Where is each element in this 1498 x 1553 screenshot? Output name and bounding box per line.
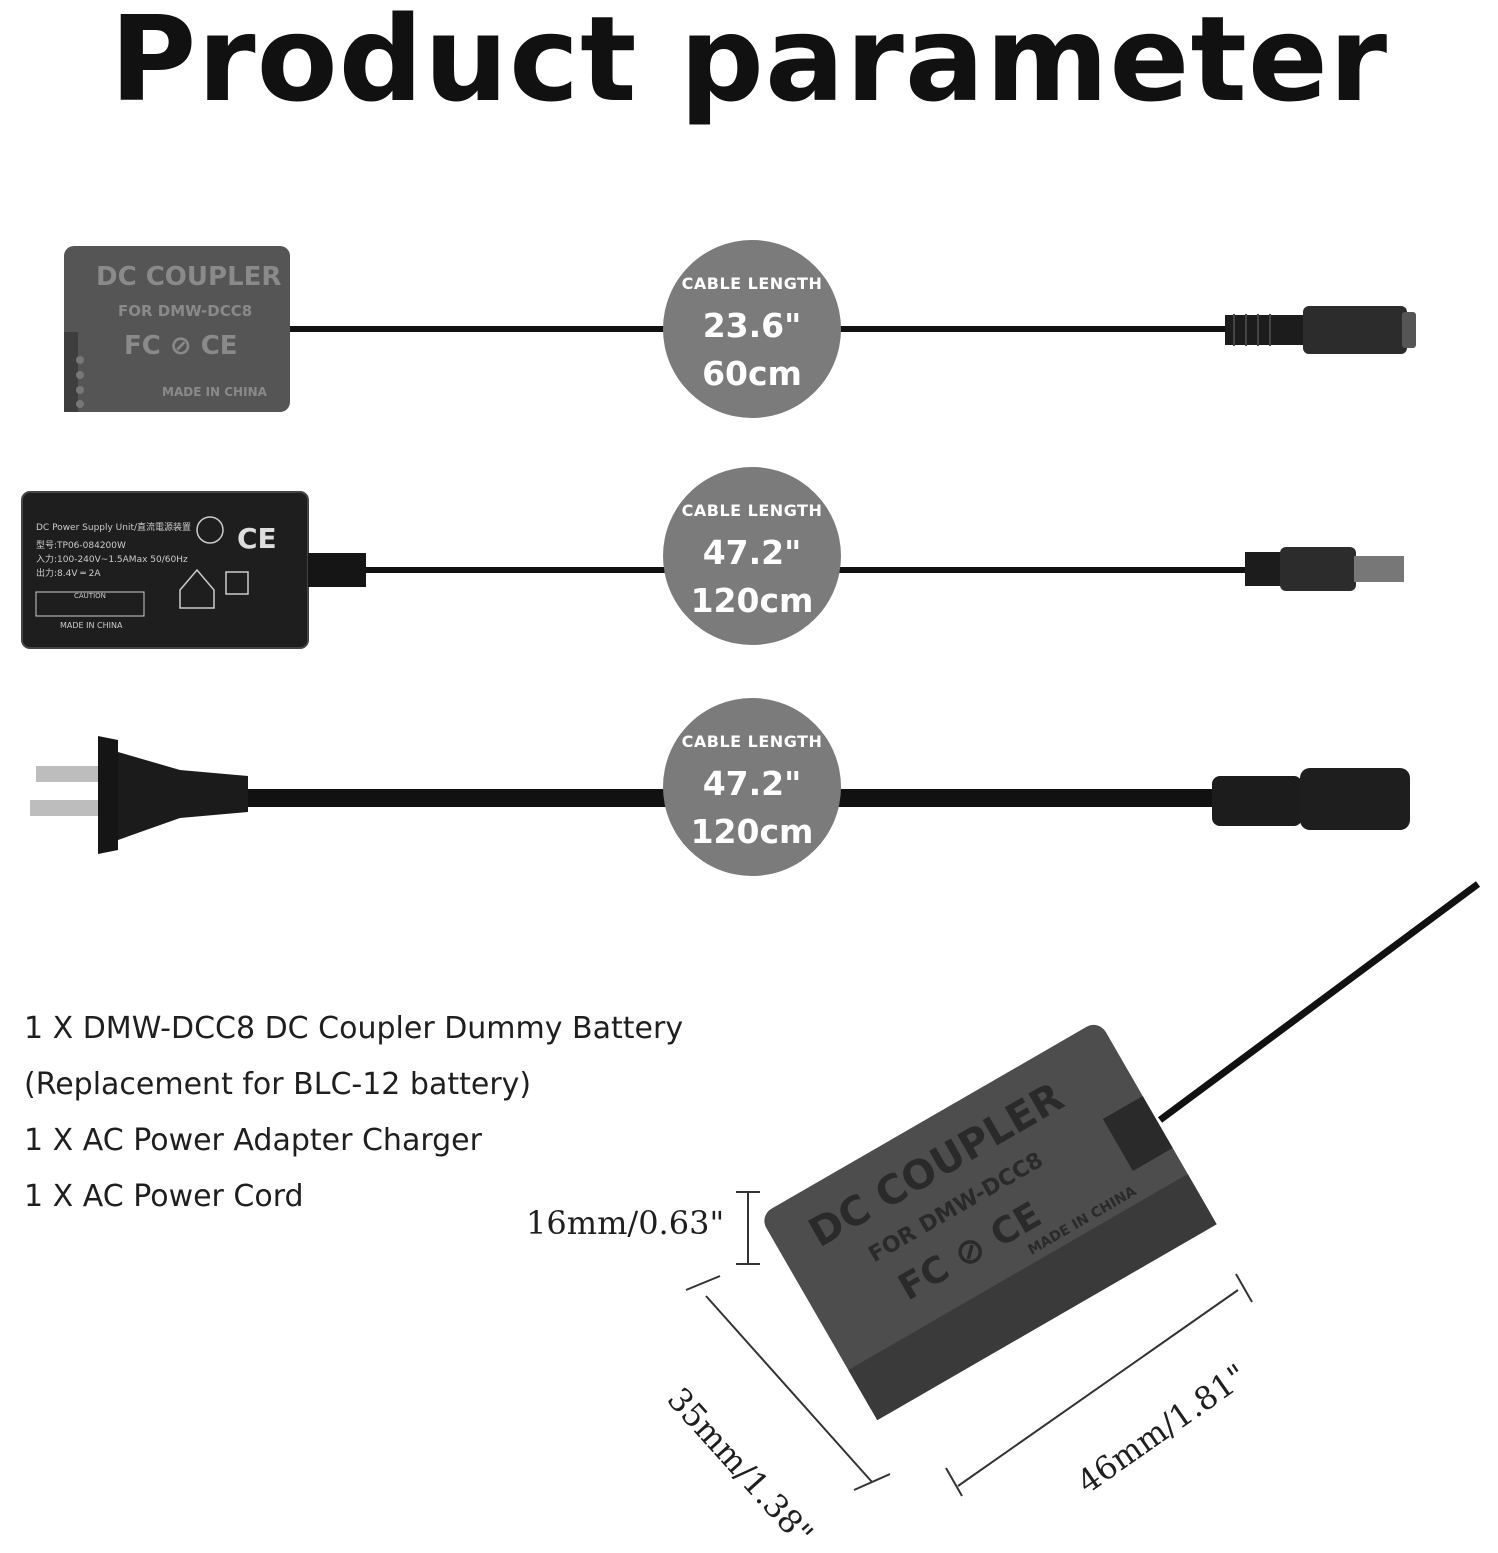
cable-length-badge-1: CABLE LENGTH 23.6" 60cm — [663, 240, 841, 418]
list-item: 1 X DMW-DCC8 DC Coupler Dummy Battery — [24, 1011, 684, 1046]
list-item: (Replacement for BLC-12 battery) — [24, 1067, 532, 1102]
dc-male-plug-icon — [1245, 547, 1404, 591]
list-item: 1 X AC Power Adapter Charger — [24, 1123, 482, 1158]
svg-text:出力:8.4V ═ 2A: 出力:8.4V ═ 2A — [36, 567, 101, 579]
svg-text:MADE IN CHINA: MADE IN CHINA — [60, 621, 123, 630]
dc-coupler-dimension-image: DC COUPLER FOR DMW-DCC8 FC ⊘ CE MADE IN … — [764, 1024, 1217, 1421]
cable-length-badge-2: CABLE LENGTH 47.2" 120cm — [663, 467, 841, 645]
dc-female-jack-icon — [1225, 306, 1416, 354]
svg-text:FC ⊘ CE: FC ⊘ CE — [124, 331, 238, 361]
svg-text:DC Power Supply Unit/直流電源装置: DC Power Supply Unit/直流電源装置 — [36, 521, 191, 533]
page-title: Product parameter — [109, 0, 1389, 128]
svg-text:MADE IN CHINA: MADE IN CHINA — [162, 385, 268, 399]
dc-coupler-image: DC COUPLER FOR DMW-DCC8 FC ⊘ CE MADE IN … — [64, 246, 290, 412]
svg-text:型号:TP06-084200W: 型号:TP06-084200W — [36, 540, 126, 551]
us-plug-icon — [30, 736, 248, 854]
dimension-lines — [685, 1191, 1253, 1497]
ac-adapter-image: DC Power Supply Unit/直流電源装置 型号:TP06-0842… — [21, 491, 309, 649]
svg-text:CAUTION: CAUTION — [74, 592, 106, 600]
package-contents-list: 1 X DMW-DCC8 DC Coupler Dummy Battery (R… — [24, 1006, 683, 1230]
svg-text:CE: CE — [237, 522, 277, 555]
svg-text:入力:100-240V~1.5AMax 50/60Hz: 入力:100-240V~1.5AMax 50/60Hz — [36, 553, 188, 565]
list-item: 1 X AC Power Cord — [24, 1179, 304, 1214]
coupler-label: DC COUPLER — [96, 262, 281, 292]
dimension-height-label: 16mm/0.63" — [526, 1204, 725, 1242]
coupler-cable — [1157, 881, 1481, 1123]
figure-8-connector-icon — [1212, 768, 1410, 830]
svg-text:FOR DMW-DCC8: FOR DMW-DCC8 — [118, 302, 252, 320]
cable-length-badge-3: CABLE LENGTH 47.2" 120cm — [663, 698, 841, 876]
